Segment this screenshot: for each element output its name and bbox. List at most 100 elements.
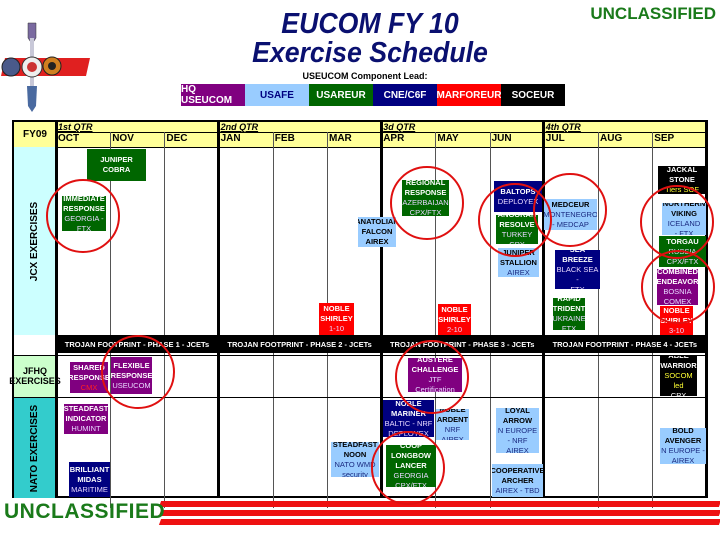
exercise-detail: CMX [80,382,98,392]
exercise-detail-2: CPX [670,391,687,396]
exercise-detail: N EUROPE - NRF AIREX [497,425,538,454]
exercise-detail: GEORGIA - FTX [64,213,104,232]
exercise-detail: AZERBAIJAN CPX/FTX [402,198,449,216]
month-header: JAN [220,133,241,144]
trojan-footprint-phase-3: TROJAN FOOTPRINT - PHASE 3 - JCETs [381,335,544,353]
exercise-title: MEDCEUR [551,199,590,209]
exercise-title: FLEXIBLE RESPONSE [111,360,152,380]
exercise-title: TORGAU [666,236,699,246]
component-lead-label: USEUCOM Component Lead: [302,71,428,81]
exercise-title: JUNIPER COBRA [100,155,133,174]
legend-item-usareur: USAREUR [309,84,373,106]
trojan-bar-bg [56,335,706,353]
exercise-title: SEA BREEZE [562,250,593,264]
exercise-detail: RUSSIA CPX/FTX [666,246,699,266]
exercise-detail: BALTIC - NRF DEPLOYEX [384,418,433,438]
exercise-detail: JTF Certification [415,375,455,392]
month-header: SEP [654,133,675,144]
month-header: NOV [112,133,134,144]
legend-item-hq-useucom: HQ USEUCOM [181,84,245,106]
month-header: APR [383,133,405,144]
month-header: JUN [491,133,512,144]
exercise-detail: USEUCOM [112,380,151,390]
header-row [14,122,706,147]
fy-label: FY09 [14,122,56,147]
exercise-detail: N EUROPE - AIREX [661,446,705,464]
exercise-title: NOBLE SHIRLEY [320,304,353,323]
section-label-2: NATO EXERCISES [14,398,56,498]
exercise-detail: TURKEY CPX [501,229,533,245]
exercise-detail: HUMINT [71,424,101,433]
exercise-title: NORTHERN VIKING [662,203,706,218]
title-line-2: Exercise Schedule [252,37,488,69]
exercise-title: STEADFAST INDICATOR [64,404,108,423]
section-label-0: JCX EXERCISES [14,147,56,335]
exercise-title: NOBLE SHIRLEY [660,306,693,325]
exercise-detail: UKRAINE FTX [553,314,585,330]
exercise-title: ABLE WARRIOR [660,356,697,370]
exercise-block[interactable]: JUNIPER COBRA [87,149,146,181]
legend-item-usafe: USAFE [245,84,309,106]
classification-banner-bottom: UNCLASSIFIED [4,500,166,523]
column-divider [489,132,491,508]
red-stripe [158,510,720,516]
column-divider [272,132,274,508]
exercise-block[interactable]: ANATOLIAN FALCON AIREX [358,217,396,247]
quarter-header: 2nd QTR [220,122,259,132]
month-header: MAY [437,133,459,144]
month-header: JUL [545,133,565,144]
column-divider [542,122,546,498]
exercise-title: JUNIPER STALLION [500,248,537,267]
exercise-title: REGIONAL RESPONSE [404,180,447,197]
classification-banner-top: UNCLASSIFIED [590,4,716,23]
exercise-title: COOPERATIVE ARCHER [492,465,543,485]
column-divider [435,132,437,508]
divider [14,397,706,398]
quarter-header: 1st QTR [58,122,93,132]
exercise-detail: NRF AIREX [441,424,464,441]
section-divider [56,122,58,498]
exercise-title: NOBLE MARINER [391,400,426,418]
exercise-title: COOP LONGBOW LANCER [391,445,431,470]
exercise-title: BRILLIANT MIDAS [69,464,110,484]
month-header: MAR [329,133,352,144]
column-divider [598,132,599,508]
column-divider [704,122,708,498]
column-divider [379,122,383,498]
section-label-1: JFHQ EXERCISES [9,355,61,397]
month-header: AUG [600,133,623,144]
exercise-title: LOYAL ARROW [502,408,533,425]
exercise-title: ANATOLIAN FALCON AIREX [358,217,396,246]
column-divider [110,132,112,508]
exercise-title: RAPID TRIDENT [553,298,585,313]
